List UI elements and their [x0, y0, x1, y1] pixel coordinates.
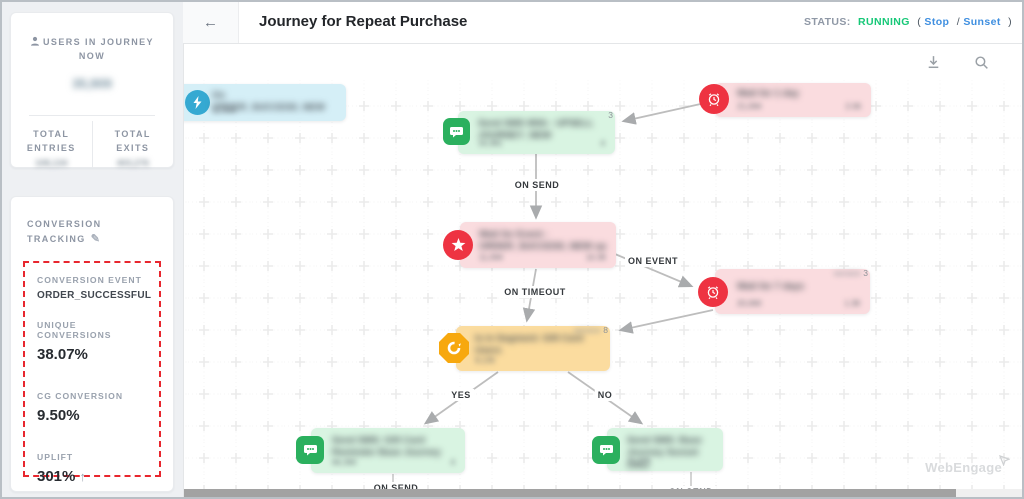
edge-label-no: NO: [594, 389, 616, 401]
uplift-up-arrow-icon: ↑: [79, 469, 87, 484]
users-now-value: 35,909: [72, 75, 112, 91]
uplift-metric: UPLIFT 301% ↑: [37, 452, 87, 485]
stop-link[interactable]: Stop: [924, 16, 950, 28]
node-badge: version 3: [833, 268, 868, 278]
node-wait-1-day[interactable]: Wait for 1 day 21,094 2.06: [699, 83, 871, 117]
conversion-highlight-box: CONVERSION EVENT ORDER_SUCCESSFUL UNIQUE…: [23, 261, 161, 485]
users-card-title: USERS IN JOURNEY NOW: [11, 35, 173, 64]
node-wait-7-days[interactable]: Wait for 7 days 20,060 1.39 version 3: [698, 268, 870, 314]
status-label: STATUS:: [803, 16, 851, 28]
node-sms-gift-card[interactable]: Send SMS: Gift Card Reminder Base Journe…: [296, 428, 465, 473]
page-title: Journey for Repeat Purchase: [259, 13, 468, 30]
segment-icon: [439, 333, 469, 363]
conversion-tracking-title: CONVERSION TRACKING✎: [27, 219, 102, 246]
node-sms-upsell[interactable]: Send SMS With - UPSELL JOURNEY_NEW 16,38…: [443, 110, 615, 154]
total-entries-value: 108,134: [34, 157, 68, 168]
unique-conversions-metric: UNIQUE CONVERSIONS 38.07%: [37, 320, 112, 363]
download-icon[interactable]: [925, 54, 942, 71]
edit-icon[interactable]: ✎: [90, 233, 102, 246]
person-icon: [31, 36, 40, 46]
edge-label-on-timeout: ON TIMEOUT: [501, 286, 569, 298]
status-value: RUNNING: [858, 16, 910, 28]
alarm-clock-icon: [699, 84, 729, 114]
node-entry-trigger[interactable]: On ORDER_SUCCESS_NEW 11,434: [184, 84, 346, 121]
conversion-tracking-card: CONVERSION TRACKING✎ CONVERSION EVENT OR…: [10, 196, 174, 492]
canvas-toolbar: [184, 44, 1022, 80]
conversion-event-metric: CONVERSION EVENT ORDER_SUCCESSFUL: [37, 275, 152, 301]
sms-icon: [296, 436, 324, 464]
horizontal-scrollbar[interactable]: [184, 489, 1022, 497]
node-badge: version 8: [573, 325, 608, 335]
star-icon: [443, 230, 473, 260]
node-wait-for-event[interactable]: Wait for Event - ORDER_SUCCESS_NEW up 11…: [443, 222, 616, 268]
cg-conversion-metric: CG CONVERSION 9.50%: [37, 391, 124, 424]
total-exits-value: 403,276: [116, 157, 150, 168]
edge-label-yes: YES: [448, 389, 474, 401]
cursor-icon: [999, 455, 1010, 466]
search-icon[interactable]: [973, 54, 990, 71]
alarm-clock-icon: [698, 277, 728, 307]
edge-label-on-send: ON SEND: [511, 179, 563, 191]
node-segment-check[interactable]: Is in Segment: Gift Card Users 9,135 ver…: [439, 325, 610, 371]
sms-icon: [443, 118, 470, 145]
edge-label-on-event: ON EVENT: [624, 255, 682, 267]
node-sms-sunset-offer[interactable]: Send SMS: Base Journey Sunset Offer 11,1…: [592, 428, 723, 471]
back-arrow-icon: ←: [203, 14, 218, 31]
sms-icon: [592, 436, 620, 464]
journey-canvas[interactable]: ON SEND ON EVENT ON TIMEOUT YES NO ON SE…: [183, 44, 1022, 497]
sunset-link[interactable]: Sunset: [963, 16, 1001, 28]
scrollbar-thumb[interactable]: [184, 489, 956, 497]
back-button[interactable]: ←: [183, 2, 239, 43]
header: ← Journey for Repeat Purchase STATUS: RU…: [183, 2, 1022, 44]
webengage-watermark: WebEngage: [925, 455, 1010, 475]
divider: [29, 115, 155, 116]
status-bar: STATUS: RUNNING ( Stop / Sunset ): [803, 16, 1012, 28]
node-badge: 3: [608, 110, 613, 120]
lightning-icon: [185, 90, 210, 115]
